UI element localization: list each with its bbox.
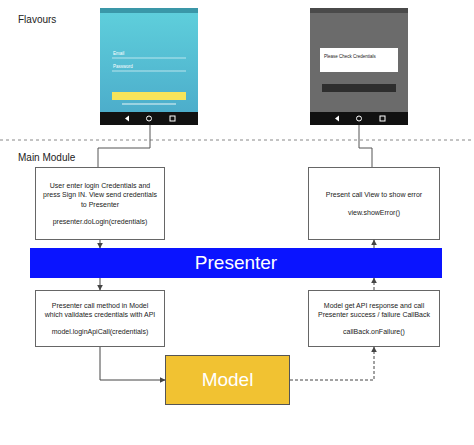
node-text: Present call View to show error	[326, 190, 422, 199]
node-text: callBack.onFailure()	[343, 327, 405, 336]
process-box: Presenter call method in Model which val…	[35, 290, 165, 347]
flow-arrow	[290, 347, 374, 380]
dialog-text: Please Check Credentials	[324, 54, 376, 59]
view-wire	[359, 125, 372, 167]
process-box: Model get API response and call Presente…	[308, 290, 440, 347]
node-text: presenter.doLogin(credentials)	[53, 217, 148, 226]
node-text: Presenter call method in Model which val…	[42, 301, 158, 319]
flow-arrow	[374, 240, 375, 248]
login-screen	[100, 8, 198, 125]
error-screen	[310, 8, 408, 125]
field-label: Email	[113, 51, 124, 56]
node-text: model.loginApiCall(credentials)	[52, 327, 149, 336]
view-wire	[98, 125, 150, 167]
node-text: Presenter	[195, 252, 277, 274]
section-title: Main Module	[18, 152, 75, 163]
flow-arrow	[100, 278, 101, 290]
process-box: Present call View to show error view.show…	[308, 167, 440, 240]
flow-arrow	[100, 347, 165, 380]
process-box: User enter login Credentials and press S…	[35, 167, 165, 240]
node-text: Model get API response and call Presente…	[315, 301, 433, 319]
presenter-band: Presenter	[30, 248, 442, 278]
flow-arrow	[100, 240, 101, 248]
model-box: Model	[165, 355, 290, 405]
module-separator	[0, 140, 474, 141]
node-text: Model	[202, 369, 254, 391]
node-text: view.showError()	[348, 208, 400, 217]
section-title: Flavours	[18, 14, 56, 25]
flow-arrow	[374, 278, 375, 290]
field-label: Password	[113, 64, 133, 69]
node-text: User enter login Credentials and press S…	[42, 181, 158, 208]
